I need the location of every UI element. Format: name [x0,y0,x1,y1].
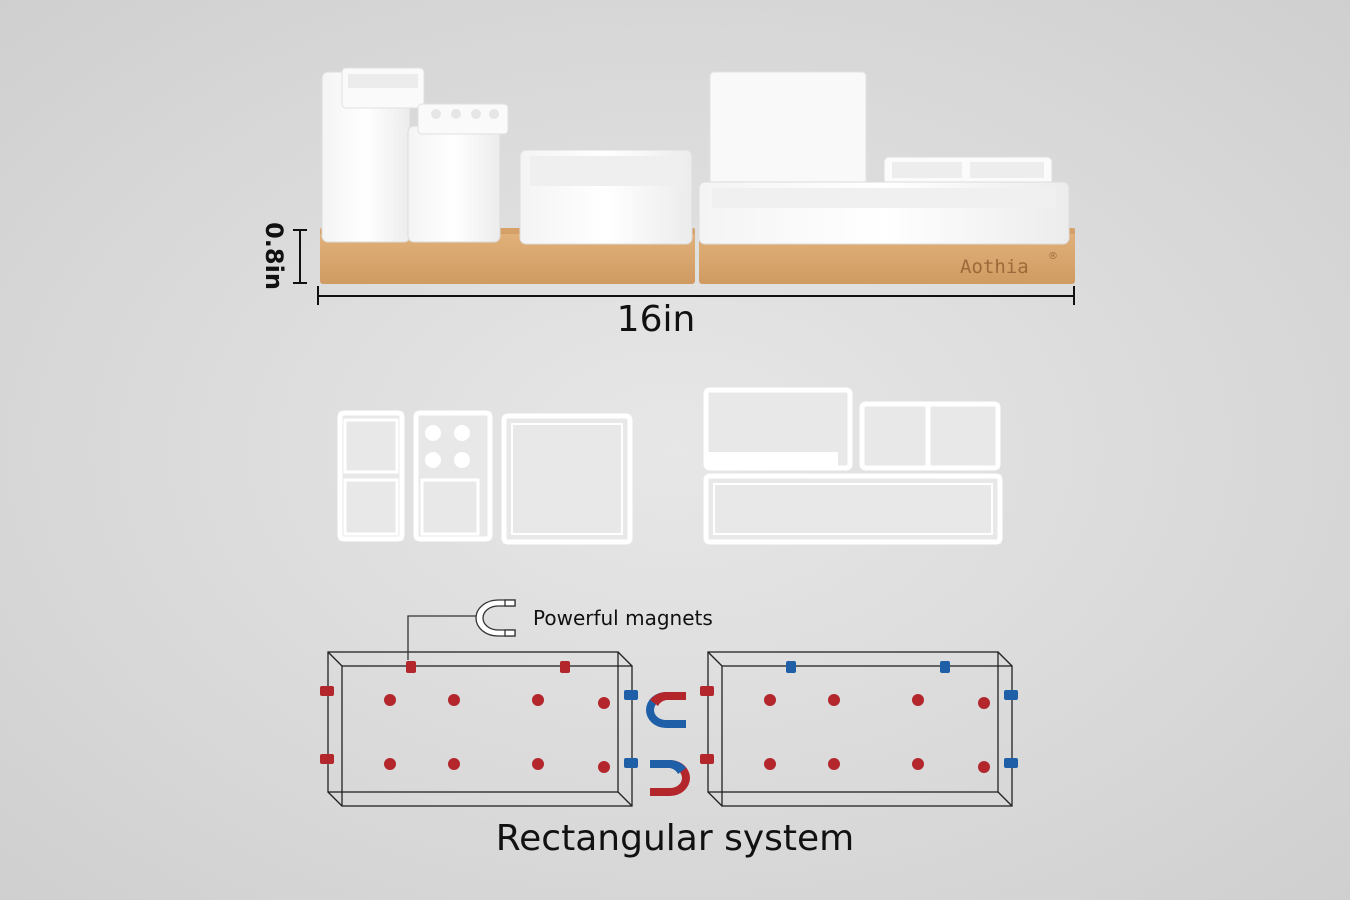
edge-magnet [940,661,950,673]
horseshoe-magnet-icon [407,599,516,660]
edge-magnet [320,754,334,764]
edge-magnet [320,686,334,696]
edge-magnet [700,754,714,764]
edge-magnet [786,661,796,673]
edge-magnet [700,686,714,696]
magnet-dot [384,758,396,770]
caption: Rectangular system [496,818,854,859]
magnet-dot [912,758,924,770]
magnet-dot [828,758,840,770]
component-outlines [337,387,1003,545]
height-label: 0.8in [260,222,288,290]
magnet-diagram [320,651,1018,807]
edge-magnet [406,661,416,673]
magnet-box-left [320,651,638,807]
magnet-dot [978,761,990,773]
assembled-organizer: Aothia ® [320,67,1075,284]
edge-magnet [560,661,570,673]
magnet-dot [978,697,990,709]
brand-logo: Aothia [960,256,1029,278]
dimension-markers [293,229,1075,305]
magnet-dot [532,694,544,706]
magnet-dot [598,761,610,773]
edge-magnet [624,758,638,768]
magnet-dot [764,758,776,770]
magnet-dot [598,697,610,709]
edge-magnet [1004,758,1018,768]
magnet-dot [532,758,544,770]
magnet-dot [764,694,776,706]
magnet-dot [448,758,460,770]
magnet-box-right [700,651,1018,807]
edge-magnet [1004,690,1018,700]
magnet-dot [828,694,840,706]
magnet-attraction-icon [646,692,690,796]
width-label: 16in [617,299,696,340]
magnet-dot [384,694,396,706]
phone-stand [709,71,867,189]
edge-magnet [624,690,638,700]
magnets-callout: Powerful magnets [533,606,713,630]
magnet-dot [448,694,460,706]
magnet-dot [912,694,924,706]
brand-mark: ® [1048,251,1058,262]
pen-cup-holes [407,125,501,243]
